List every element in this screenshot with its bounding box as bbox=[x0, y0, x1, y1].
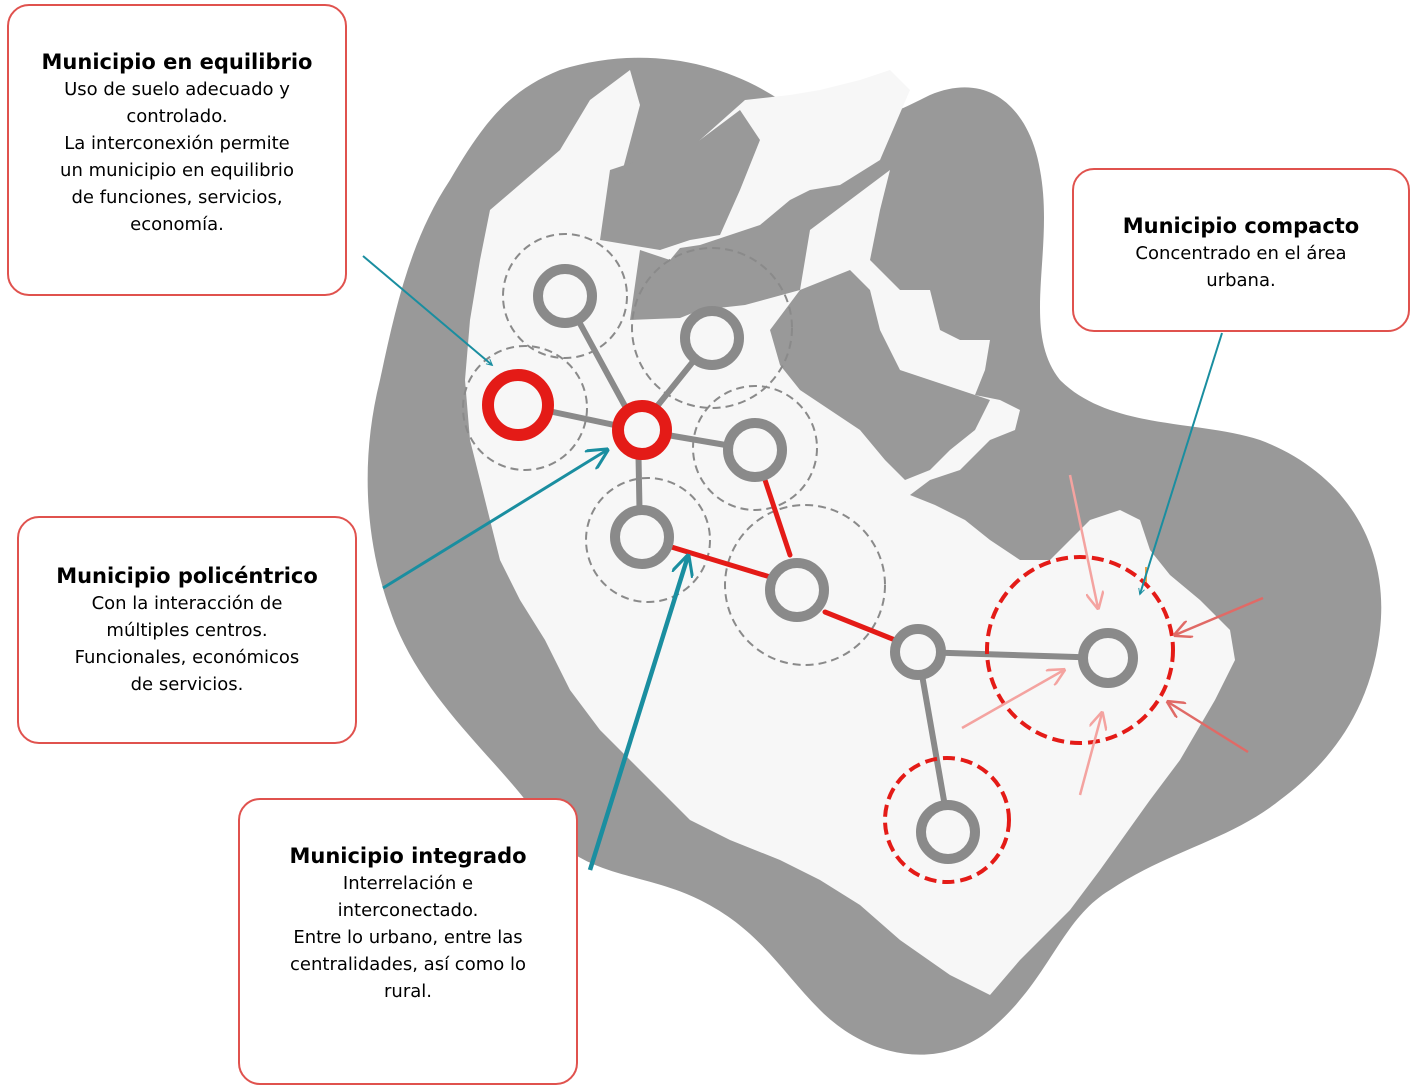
callout-policentrico-line: Funcionales, económicos bbox=[74, 647, 300, 668]
callout-policentrico-title: Municipio policéntrico bbox=[56, 564, 318, 588]
callout-integrado-line: rural. bbox=[384, 981, 432, 1002]
callout-policentrico-line: múltiples centros. bbox=[106, 620, 268, 641]
pressure-arrows-outer bbox=[1168, 596, 1264, 754]
centre-node bbox=[533, 264, 597, 328]
callout-integrado: Municipio integrado Interrelación e inte… bbox=[238, 798, 578, 1085]
callout-policentrico: Municipio policéntrico Con la interacció… bbox=[17, 516, 357, 744]
centre-node-highlighted bbox=[612, 400, 672, 460]
integrado-pointer bbox=[587, 556, 688, 871]
callout-compacto-title: Municipio compacto bbox=[1122, 214, 1360, 238]
callout-policentrico-line: Con la interacción de bbox=[91, 593, 283, 614]
policentrico-pointer bbox=[382, 450, 607, 590]
centre-node bbox=[890, 624, 946, 680]
centre-node bbox=[1078, 628, 1138, 688]
integration-links bbox=[652, 477, 898, 643]
callout-equilibrio-line: La interconexión permite bbox=[64, 133, 290, 154]
centre-node bbox=[765, 558, 829, 622]
centre-node bbox=[610, 505, 674, 569]
callout-integrado-line: interconectado. bbox=[337, 900, 479, 921]
network-link bbox=[915, 649, 1111, 661]
centre-node bbox=[723, 418, 787, 482]
callout-equilibrio-line: de funciones, servicios, bbox=[71, 187, 283, 208]
integration-link bbox=[762, 477, 793, 558]
callout-equilibrio-line: un municipio en equilibrio bbox=[60, 160, 294, 181]
callout-integrado-line: centralidades, así como lo bbox=[290, 954, 526, 975]
pressure-arrow bbox=[1168, 702, 1249, 754]
callout-equilibrio-title: Municipio en equilibrio bbox=[41, 50, 313, 74]
callout-equilibrio-line: economía. bbox=[130, 214, 224, 235]
callout-compacto-line: urbana. bbox=[1206, 270, 1276, 291]
callout-policentrico-line: de servicios. bbox=[130, 674, 244, 695]
pressure-arrows bbox=[961, 474, 1102, 796]
pressure-arrow bbox=[961, 670, 1064, 730]
centre-node bbox=[680, 306, 744, 370]
influence-zone bbox=[462, 345, 588, 471]
callout-integrado-line: Interrelación e bbox=[342, 873, 474, 894]
highlighted-centres bbox=[482, 369, 672, 460]
integration-link bbox=[822, 609, 898, 643]
centre-node-highlighted bbox=[482, 369, 554, 441]
integration-link bbox=[652, 539, 783, 583]
callout-integrado-line: Entre lo urbano, entre las bbox=[293, 927, 523, 948]
callout-integrado-title: Municipio integrado bbox=[289, 844, 527, 868]
centre-node bbox=[916, 800, 980, 864]
influence-zone bbox=[585, 477, 711, 603]
influence-zones bbox=[462, 233, 886, 666]
callout-equilibrio: Municipio en equilibrio Uso de suelo ade… bbox=[7, 4, 347, 296]
harbour-indent bbox=[770, 270, 990, 480]
compact-zone bbox=[985, 555, 1175, 745]
influence-zone bbox=[724, 504, 886, 666]
compacto-pointer bbox=[1138, 332, 1223, 596]
harbour-indent bbox=[600, 110, 760, 250]
callout-compacto: Municipio compacto Concentrado en el áre… bbox=[1072, 168, 1410, 332]
callout-equilibrio-line: controlado. bbox=[126, 106, 228, 127]
callout-compacto-line: Concentrado en el área bbox=[1135, 243, 1347, 264]
influence-zone bbox=[692, 385, 818, 511]
pressure-arrow bbox=[1078, 713, 1102, 796]
pressure-arrow bbox=[1068, 474, 1098, 608]
compact-zones bbox=[883, 555, 1175, 884]
equilibrio-pointer bbox=[362, 255, 494, 367]
influence-zone bbox=[502, 233, 628, 359]
influence-zone bbox=[631, 247, 793, 409]
pressure-arrow bbox=[1175, 596, 1264, 635]
callout-equilibrio-line: Uso de suelo adecuado y bbox=[64, 79, 290, 100]
centres bbox=[533, 264, 1138, 864]
urban-area bbox=[465, 70, 1235, 995]
pointer-arrows bbox=[362, 255, 1223, 871]
compact-zone bbox=[883, 756, 1011, 884]
